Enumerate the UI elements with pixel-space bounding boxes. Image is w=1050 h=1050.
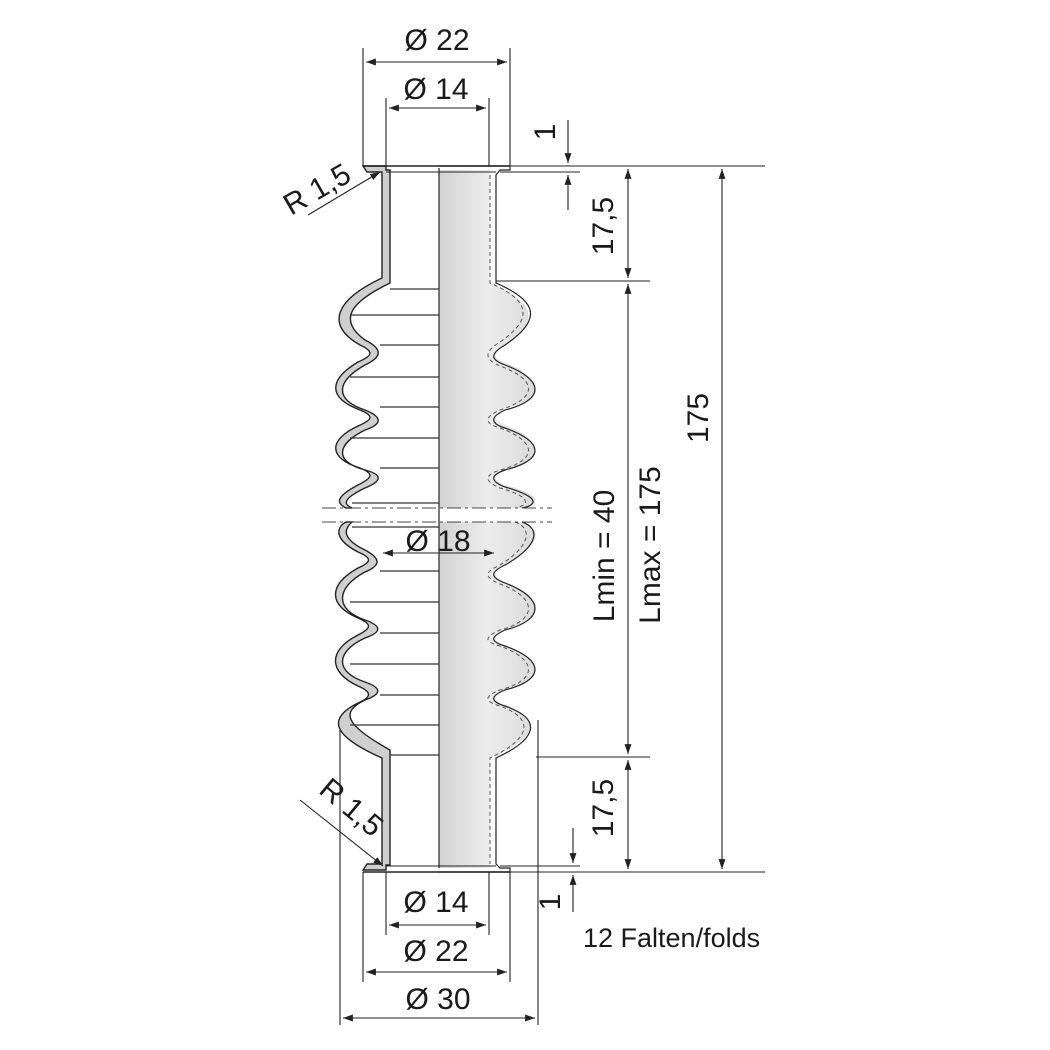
label-top-flange-thickness: 1 bbox=[529, 124, 562, 141]
body-fill-bottom bbox=[439, 522, 536, 868]
inner-profile-right-top bbox=[487, 175, 529, 509]
body-fill-top bbox=[439, 170, 536, 508]
leader-bottom-radius bbox=[299, 799, 384, 867]
label-bottom-flange-thickness: 1 bbox=[534, 894, 567, 911]
dimension-lines bbox=[299, 48, 765, 1025]
label-top-outer-dia: Ø 22 bbox=[404, 24, 469, 57]
label-bottom-collar: 17,5 bbox=[587, 779, 620, 837]
label-fold-count: 12 Falten/folds bbox=[583, 923, 760, 953]
leader-top-radius bbox=[307, 171, 381, 216]
label-top-collar: 17,5 bbox=[587, 197, 620, 255]
outer-profile-right-bottom bbox=[439, 521, 536, 873]
label-overall-length: 175 bbox=[682, 393, 715, 443]
fold-lines-left bbox=[350, 288, 439, 756]
label-bottom-outer-dia: Ø 22 bbox=[403, 935, 468, 968]
label-lmax: Lmax = 175 bbox=[634, 466, 667, 624]
wall-section-top bbox=[335, 165, 391, 509]
label-lmin: Lmin = 40 bbox=[588, 490, 621, 623]
label-fold-outer-dia: Ø 30 bbox=[405, 983, 470, 1016]
label-bottom-inner-dia: Ø 14 bbox=[403, 886, 468, 919]
dimension-labels: Ø 22 Ø 14 1 R 1,5 17,5 175 Lmin = 40 Lma… bbox=[278, 24, 760, 1016]
label-bottom-radius: R 1,5 bbox=[313, 772, 389, 843]
bellows-body bbox=[322, 165, 552, 873]
outer-profile-right-top bbox=[439, 165, 536, 509]
label-top-inner-dia: Ø 14 bbox=[403, 73, 468, 106]
wall-section-bottom bbox=[334, 521, 391, 871]
label-top-radius: R 1,5 bbox=[278, 158, 357, 222]
label-mid-inner-dia: Ø 18 bbox=[405, 525, 470, 558]
